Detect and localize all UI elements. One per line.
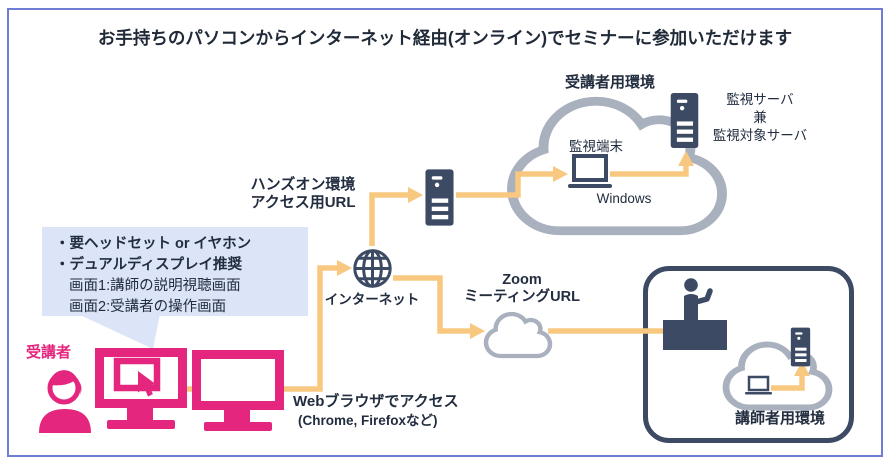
instructor-env-box (643, 266, 854, 443)
server-role-line-1: 監視サーバ (726, 92, 794, 107)
handson-label-line-2: アクセス用URL (250, 194, 356, 211)
monitor-terminal-label: 監視端末 (569, 139, 623, 154)
primary-monitor-icon (95, 348, 187, 429)
secondary-monitor-icon (192, 350, 284, 431)
instructor-server-icon (790, 327, 811, 367)
internet-globe-icon (353, 249, 392, 288)
zoom-label-line-2: ミーティングURL (464, 289, 580, 305)
zoom-meeting-label: Zoom ミーティングURL (442, 272, 602, 306)
instructor-env-title: 講師者用環境 (734, 410, 825, 427)
browser-access-label: Webブラウザでアクセス (293, 393, 459, 410)
note-line-headset: ・要ヘッドセット or イヤホン (55, 236, 252, 252)
handson-label-line-1: ハンズオン環境 (250, 176, 356, 193)
browser-examples-label: (Chrome, Firefoxなど) (298, 413, 438, 428)
cursor-icon (138, 371, 157, 397)
instructor-laptop-icon (745, 375, 772, 395)
page-title: お手持ちのパソコンからインターネット経由(オンライン)でセミナーに参加いただけま… (97, 28, 793, 48)
server-role-line-3: 監視対象サーバ (712, 128, 808, 143)
presenter-icon (663, 278, 727, 350)
student-label: 受講者 (26, 344, 72, 361)
note-line-dual-display: ・デュアルディスプレイ推奨 (55, 257, 243, 273)
internet-label: インターネット (324, 292, 420, 307)
handson-server-icon (425, 169, 454, 226)
windows-label: Windows (596, 191, 652, 206)
note-line-screen1: 画面1:講師の説明視聴画面 (69, 278, 241, 294)
handson-url-label: ハンズオン環境 アクセス用URL (223, 176, 383, 212)
student-env-title: 受講者用環境 (564, 74, 655, 91)
note-line-screen2: 画面2:受講者の操作画面 (69, 299, 227, 315)
zoom-cloud-icon (483, 311, 553, 359)
zoom-label-line-1: Zoom (502, 272, 542, 288)
server-role-line-2: 兼 (753, 110, 767, 125)
monitoring-server-icon (670, 92, 699, 149)
monitor-terminal-laptop-icon (568, 154, 612, 188)
monitoring-server-role-label: 監視サーバ 兼 監視対象サーバ (685, 91, 835, 145)
student-env-cloud-icon (507, 96, 727, 236)
student-person-icon (39, 370, 91, 433)
requirements-note: ・要ヘッドセット or イヤホン ・デュアルディスプレイ推奨 画面1:講師の説明… (42, 227, 308, 316)
